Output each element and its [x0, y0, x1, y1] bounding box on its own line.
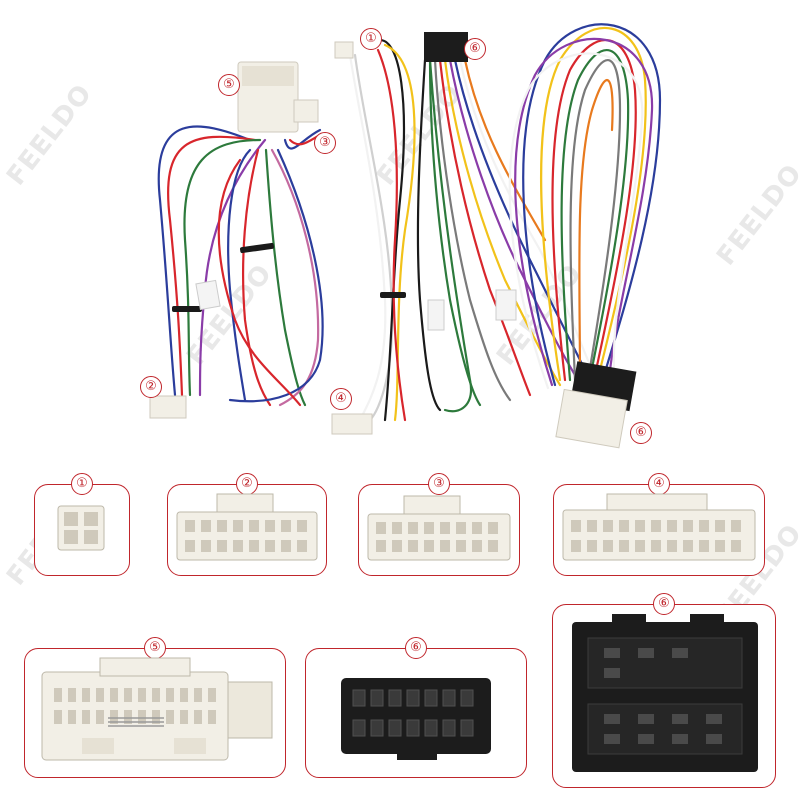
connector-1-image [57, 505, 105, 551]
callout-connector-1: ① [360, 28, 382, 50]
callout-connector-6-top: ⑥ [464, 38, 486, 60]
connector-2-image [176, 493, 318, 561]
callout-connector-2: ② [140, 376, 162, 398]
detail-number-1: ① [71, 473, 93, 495]
detail-box-connector-2: ② [167, 473, 327, 576]
connector-6-iso-image [572, 614, 758, 772]
connector-6-16pin-image [341, 678, 491, 760]
callout-connector-3: ③ [314, 132, 336, 154]
detail-box-connector-5: ⑤ [24, 637, 286, 778]
callout-connector-5: ⑤ [218, 74, 240, 96]
detail-box-connector-1: ① [34, 473, 130, 576]
detail-box-connector-3: ③ [358, 473, 520, 576]
detail-box-connector-6-16pin: ⑥ [305, 637, 527, 778]
detail-number-6b: ⑥ [653, 593, 675, 615]
connector-3-image [367, 495, 511, 561]
wiring-harness-illustration [149, 23, 662, 449]
detail-box-connector-4: ④ [553, 473, 765, 576]
detail-box-connector-6-iso: ⑥ [552, 593, 776, 788]
detail-number-6a: ⑥ [405, 637, 427, 659]
connector-4-image [562, 493, 756, 561]
callout-connector-6-iso: ⑥ [630, 422, 652, 444]
detail-number-3: ③ [428, 473, 450, 495]
connector-5-image [41, 657, 273, 761]
callout-connector-4: ④ [330, 388, 352, 410]
